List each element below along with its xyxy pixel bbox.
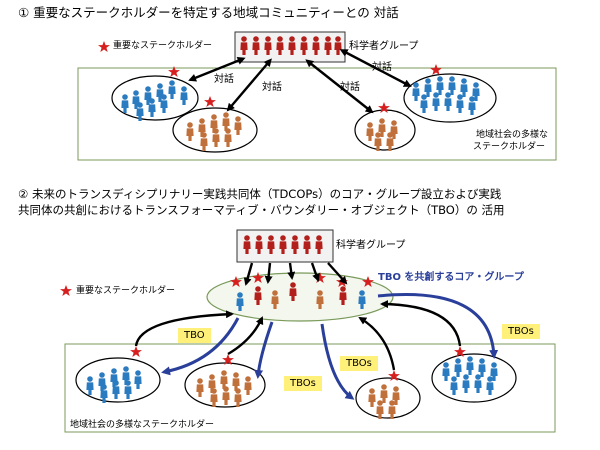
section2-scientist-label: 科学者グループ <box>336 240 406 251</box>
section1-community-label-2: ステークホルダー <box>473 142 546 152</box>
legend-star-2 <box>60 285 72 296</box>
dialogue-label-2: 対話 <box>262 82 282 93</box>
group-ellipse-2 <box>172 107 258 153</box>
section2-title-line2: 共同体の共創におけるトランスフォーマティブ・バウンダリー・オブジェクト（TBO）… <box>18 203 505 217</box>
core-group-label: TBO を共創するコア・グループ <box>378 272 524 283</box>
core-group-ellipse <box>206 272 394 322</box>
tbo-tag-2: TBOs <box>284 376 322 391</box>
section1-scientist-label: 科学者グループ <box>349 41 419 52</box>
section2-legend-label: 重要なステークホルダー <box>76 286 176 296</box>
dialogue-label-1: 対話 <box>214 74 234 85</box>
section1-community-label-1: 地域社会の多様な <box>476 130 549 140</box>
tbo-tag-4: TBOs <box>502 324 540 339</box>
scientist-people-1 <box>240 36 342 55</box>
dialogue-label-3: 対話 <box>340 82 360 93</box>
section2-community-label: 地域社会の多様なステークホルダー <box>70 420 215 430</box>
section1-title: ① 重要なステークホルダーを特定する地域コミュニティーとの 対話 <box>18 5 399 20</box>
section2-title-line1: ② 未来のトランスディシプリナリー実践共同体（TDCOPs）のコア・グループ設立… <box>18 187 502 201</box>
legend-star-1 <box>98 41 110 52</box>
community-frame-2 <box>64 343 556 433</box>
tbo-tag-3: TBOs <box>340 356 378 371</box>
group-ellipse-1 <box>111 75 199 121</box>
tbo-tag-1: TBO <box>178 328 211 343</box>
section1-legend-label: 重要なステークホルダー <box>113 41 213 51</box>
dialogue-label-4: 対話 <box>372 62 392 73</box>
group-ellipse-4 <box>403 73 497 123</box>
